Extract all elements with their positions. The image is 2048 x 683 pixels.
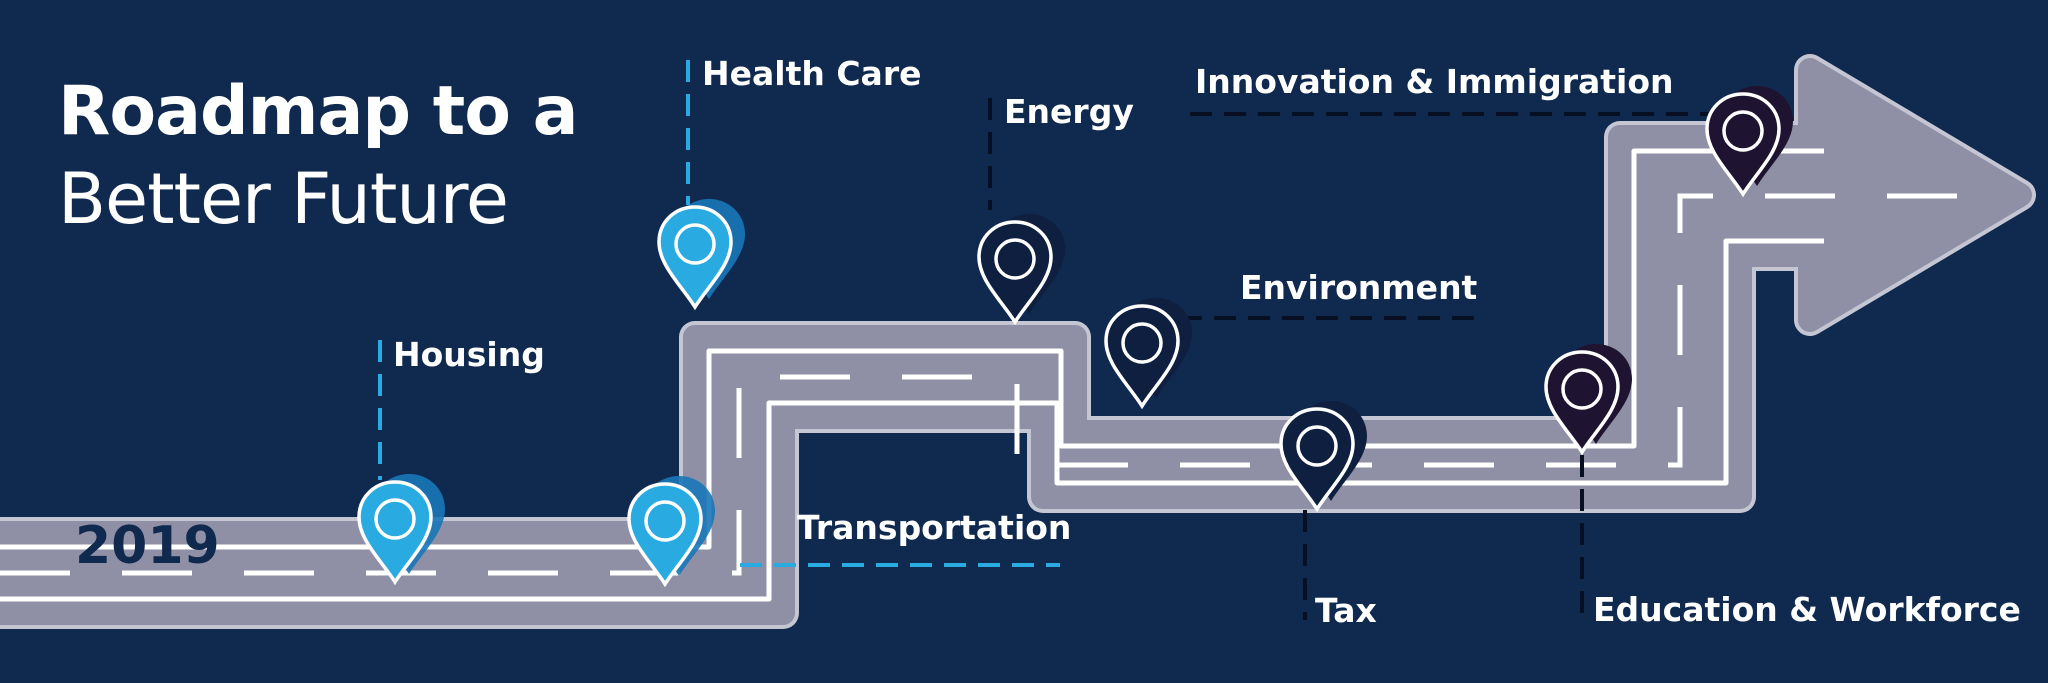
map-pin-icon bbox=[627, 476, 715, 588]
milestone-label-transportation: Transportation bbox=[797, 508, 1072, 547]
pin-body bbox=[627, 482, 703, 588]
map-pin-icon bbox=[357, 474, 445, 586]
pin-body bbox=[1705, 92, 1781, 198]
pin-body bbox=[1104, 304, 1180, 410]
pin-body bbox=[1279, 407, 1355, 513]
road bbox=[0, 54, 2036, 629]
milestone-label-innovation-immigration: Innovation & Immigration bbox=[1195, 62, 1674, 101]
pin-body bbox=[1544, 350, 1620, 456]
pin-ring bbox=[644, 500, 686, 542]
map-pin-icon bbox=[1705, 86, 1793, 198]
pin-ring bbox=[674, 223, 716, 265]
map-pin-icon bbox=[1544, 344, 1632, 456]
map-pin-icon bbox=[1104, 298, 1192, 410]
leader-lines bbox=[378, 60, 1710, 625]
pin-body bbox=[657, 205, 733, 311]
pin-body bbox=[977, 220, 1053, 326]
pin-ring bbox=[1121, 322, 1163, 364]
milestone-label-tax: Tax bbox=[1315, 591, 1377, 630]
milestone-label-housing: Housing bbox=[393, 335, 545, 374]
milestone-pins bbox=[357, 86, 1793, 588]
map-pin-icon bbox=[977, 214, 1065, 326]
milestone-label-environment: Environment bbox=[1240, 268, 1478, 307]
milestone-label-education-workforce: Education & Workforce bbox=[1593, 590, 2021, 629]
title-line-1: Roadmap to a bbox=[58, 72, 579, 151]
pin-ring bbox=[1561, 368, 1603, 410]
pin-body bbox=[357, 480, 433, 586]
road-center-line bbox=[0, 193, 2000, 576]
milestone-label-health-care: Health Care bbox=[702, 54, 922, 93]
pin-ring bbox=[1296, 425, 1338, 467]
pin-ring bbox=[374, 498, 416, 540]
start-year-label: 2019 bbox=[75, 516, 220, 576]
pin-ring bbox=[994, 238, 1036, 280]
map-pin-icon bbox=[657, 199, 745, 311]
road-surface bbox=[0, 58, 2032, 625]
map-pin-icon bbox=[1279, 401, 1367, 513]
title-line-2: Better Future bbox=[58, 158, 509, 240]
pin-ring bbox=[1722, 110, 1764, 152]
milestone-label-energy: Energy bbox=[1004, 92, 1134, 131]
